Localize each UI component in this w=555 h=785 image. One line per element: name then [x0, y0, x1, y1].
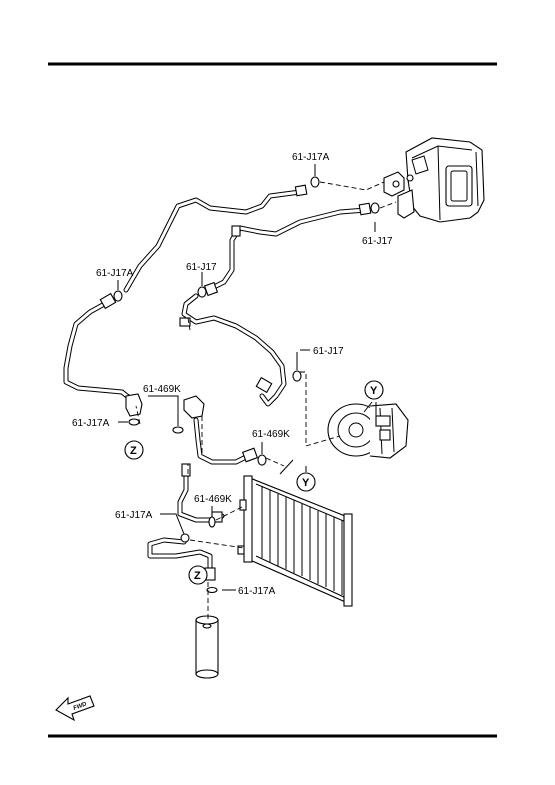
- label-j17a-lower-left: 61-J17A: [115, 510, 153, 521]
- pipe-upper-run: [123, 184, 308, 293]
- pipe-mid-to-compressor: [179, 281, 287, 407]
- callout-z-bottom: Z: [188, 565, 208, 585]
- callout-y-lower: Y: [296, 472, 316, 492]
- label-j17a-top: 61-J17A: [292, 152, 330, 163]
- oring-j17a-drier: [206, 586, 218, 594]
- svg-text:Y: Y: [302, 477, 310, 489]
- oring-j17a-left: [113, 290, 123, 302]
- dash-lines: [135, 181, 397, 620]
- pipe-condenser-to-drier: [147, 537, 216, 581]
- oring-j17a-top: [310, 176, 320, 188]
- oring-j17-evap: [370, 202, 380, 214]
- svg-text:Z: Z: [130, 445, 137, 457]
- callout-y-top: Y: [364, 380, 384, 400]
- label-469k-condenser: 61-469K: [194, 494, 232, 505]
- svg-text:Y: Y: [370, 385, 378, 397]
- label-j17-mid: 61-J17: [186, 262, 217, 273]
- oring-j17a-z: [128, 418, 140, 426]
- oring-469k-right: [257, 454, 267, 466]
- label-j17a-z: 61-J17A: [72, 418, 110, 429]
- svg-text:FWD: FWD: [73, 701, 89, 712]
- oring-469k-left: [172, 426, 184, 434]
- pipe-discharge: [183, 395, 259, 465]
- pipe-left-run: [63, 292, 143, 417]
- leader-lines: [117, 164, 377, 591]
- svg-text:Z: Z: [194, 570, 201, 582]
- pipe-condenser-inlet: [177, 463, 225, 523]
- oring-j17-mid: [197, 286, 207, 298]
- evaporator-unit: [383, 137, 485, 223]
- oring-j17a-lower-left: [180, 533, 190, 543]
- oring-469k-condenser: [208, 516, 216, 528]
- label-j17a-drier: 61-J17A: [238, 586, 276, 597]
- oring-j17-right: [292, 370, 302, 382]
- label-469k-right: 61-469K: [252, 429, 290, 440]
- receiver-drier: [195, 615, 219, 679]
- label-j17-right: 61-J17: [313, 346, 344, 357]
- label-469k-left: 61-469K: [143, 384, 181, 395]
- pipe-evap-to-mid: [209, 202, 372, 291]
- callout-z-left: Z: [124, 440, 144, 460]
- label-j17a-left: 61-J17A: [96, 268, 134, 279]
- fwd-arrow-icon: FWD: [55, 695, 95, 722]
- compressor: [327, 403, 409, 459]
- condenser: [237, 475, 353, 607]
- label-j17-evap: 61-J17: [362, 236, 393, 247]
